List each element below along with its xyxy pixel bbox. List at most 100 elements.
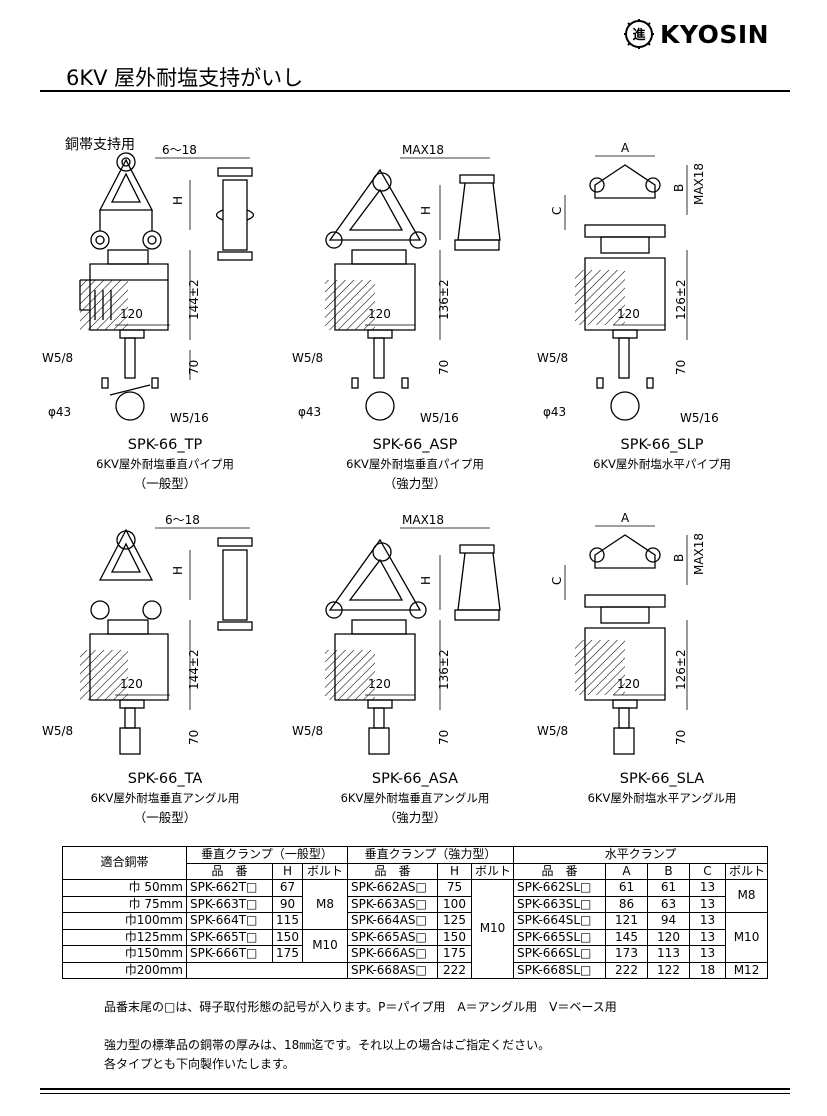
dim-stem: 70: [187, 360, 201, 375]
cell-g-bolt: M8: [302, 879, 348, 930]
cell-g-bolt: M10: [302, 928, 348, 963]
caption-code: SPK-66_SLA: [619, 771, 705, 787]
header-bolt: ボルト: [302, 862, 348, 880]
cell-g-h: 150: [272, 928, 303, 946]
cell-a: 86: [605, 895, 648, 913]
dim-w2: W5/16: [170, 411, 209, 425]
header-fit: 適合銅帯: [62, 846, 187, 880]
cell-g-part: SPK-666T□: [186, 945, 273, 963]
cell-c: 13: [689, 928, 726, 946]
header-b: B: [647, 862, 690, 880]
cell-s-part: SPK-666AS□: [347, 945, 438, 963]
dim-w1: W5/8: [537, 724, 568, 738]
dim-max: MAX18: [692, 163, 706, 205]
dim-a: A: [621, 511, 630, 525]
dim-stem: 70: [674, 360, 688, 375]
cell-g-empty: [186, 961, 348, 979]
dim-width: 120: [617, 677, 640, 691]
cell-fit: 巾200mm: [62, 961, 187, 979]
cell-b: 120: [647, 928, 690, 946]
header-part: 品 番: [186, 862, 273, 880]
dim-c: C: [550, 207, 564, 215]
header-h: H: [272, 862, 303, 880]
header-v-strong: 垂直クランプ（強力型）: [347, 846, 514, 864]
cell-c: 13: [689, 945, 726, 963]
title-rule: [40, 90, 790, 92]
figure-spk-66-tp: 6～18 H 144±2 120 70 W5/8 φ43 W5/16: [42, 143, 255, 425]
caption-desc: 6KV屋外耐塩水平アングル用: [587, 791, 737, 805]
dim-h: H: [171, 196, 185, 205]
header-v-general: 垂直クランプ（一般型）: [186, 846, 348, 864]
cell-h-part: SPK-664SL□: [513, 912, 606, 930]
dim-b: B: [672, 554, 686, 562]
dim-w2: W5/16: [420, 411, 459, 425]
cell-s-part: SPK-662AS□: [347, 879, 438, 897]
cell-s-part: SPK-668AS□: [347, 961, 438, 979]
cell-b: 63: [647, 895, 690, 913]
cell-h-bolt: M10: [724, 912, 769, 963]
cell-s-h: 150: [437, 928, 472, 946]
header-part: 品 番: [513, 862, 606, 880]
page-title: 6KV 屋外耐塩支持がいし: [66, 66, 304, 90]
cell-g-h: 115: [272, 912, 303, 930]
figure-spk-66-sla: A B MAX18 C 126±2 120 70 W5/8: [537, 511, 706, 755]
table-row: 巾 50mm SPK-662T□ 67 M8 SPK-662AS□ 75 M10…: [62, 879, 769, 979]
table-row: 巾100mm SPK-664T□ 115 SPK-664AS□ 125 SPK-…: [62, 912, 769, 963]
cell-h-part: SPK-668SL□: [513, 961, 606, 979]
cell-h-part: SPK-662SL□: [513, 879, 606, 897]
cell-s-part: SPK-664AS□: [347, 912, 438, 930]
cell-c: 13: [689, 895, 726, 913]
dim-w1: W5/8: [292, 724, 323, 738]
note-downward: 各タイプとも下向製作いたします。: [104, 1057, 295, 1071]
header-bolt: ボルト: [471, 862, 514, 880]
dim-stem: 70: [437, 360, 451, 375]
cell-a: 222: [605, 961, 648, 979]
cell-fit: 巾 75mm: [62, 895, 187, 913]
dim-h: H: [171, 566, 185, 575]
footer-rule-thin: [40, 1093, 790, 1094]
cell-c: 18: [689, 961, 726, 979]
brand-name: KYOSIN: [660, 19, 770, 49]
caption-desc: 6KV屋外耐塩垂直パイプ用: [346, 457, 484, 471]
caption-desc: 6KV屋外耐塩垂直アングル用: [90, 791, 240, 805]
dim-w1: W5/8: [537, 351, 568, 365]
table-header-row: 適合銅帯 垂直クランプ（一般型） 垂直クランプ（強力型） 水平クランプ: [62, 846, 769, 880]
cell-b: 122: [647, 961, 690, 979]
header-h: H: [437, 862, 472, 880]
dim-max: MAX18: [692, 533, 706, 575]
brand-logo: 進 KYOSIN: [624, 18, 769, 50]
caption-type: （強力型）: [383, 476, 447, 491]
header-horizontal: 水平クランプ: [512, 846, 769, 864]
dim-dia: φ43: [298, 405, 321, 419]
cell-s-h: 175: [437, 945, 472, 963]
dim-width: 120: [120, 307, 143, 321]
header-a: A: [605, 862, 648, 880]
dim-stem: 70: [674, 730, 688, 745]
dim-c: C: [550, 577, 564, 585]
cell-c: 13: [689, 879, 726, 897]
dim-body: 144±2: [187, 279, 201, 320]
cell-g-part: SPK-663T□: [186, 895, 273, 913]
footer-rule: [40, 1088, 790, 1090]
cell-s-h: 125: [437, 912, 472, 930]
section-label: 銅帯支持用: [65, 137, 135, 153]
cell-fit: 巾150mm: [62, 945, 187, 963]
dim-dia: φ43: [543, 405, 566, 419]
dim-stem: 70: [187, 730, 201, 745]
table-row: 巾200mm SPK-668AS□ 222 SPK-668SL□ 222 122…: [62, 961, 769, 979]
figure-spk-66-asp: MAX18 H 136±2 120 70 W5/8 φ43 W5/16: [292, 143, 501, 425]
dim-w1: W5/8: [42, 724, 73, 738]
cell-g-part: SPK-664T□: [186, 912, 273, 930]
cell-g-h: 90: [272, 895, 303, 913]
dim-h: H: [419, 576, 433, 585]
brand-mark-char: 進: [632, 27, 645, 43]
caption-code: SPK-66_ASP: [372, 437, 458, 453]
header-bolt: ボルト: [724, 862, 769, 880]
dim-b: B: [672, 184, 686, 192]
caption-desc: 6KV屋外耐塩垂直パイプ用: [96, 457, 234, 471]
dim-body: 126±2: [674, 649, 688, 690]
dim-w2: W5/16: [680, 411, 719, 425]
cell-g-part: SPK-662T□: [186, 879, 273, 897]
caption-type: （一般型）: [133, 476, 197, 491]
dim-width: 120: [617, 307, 640, 321]
